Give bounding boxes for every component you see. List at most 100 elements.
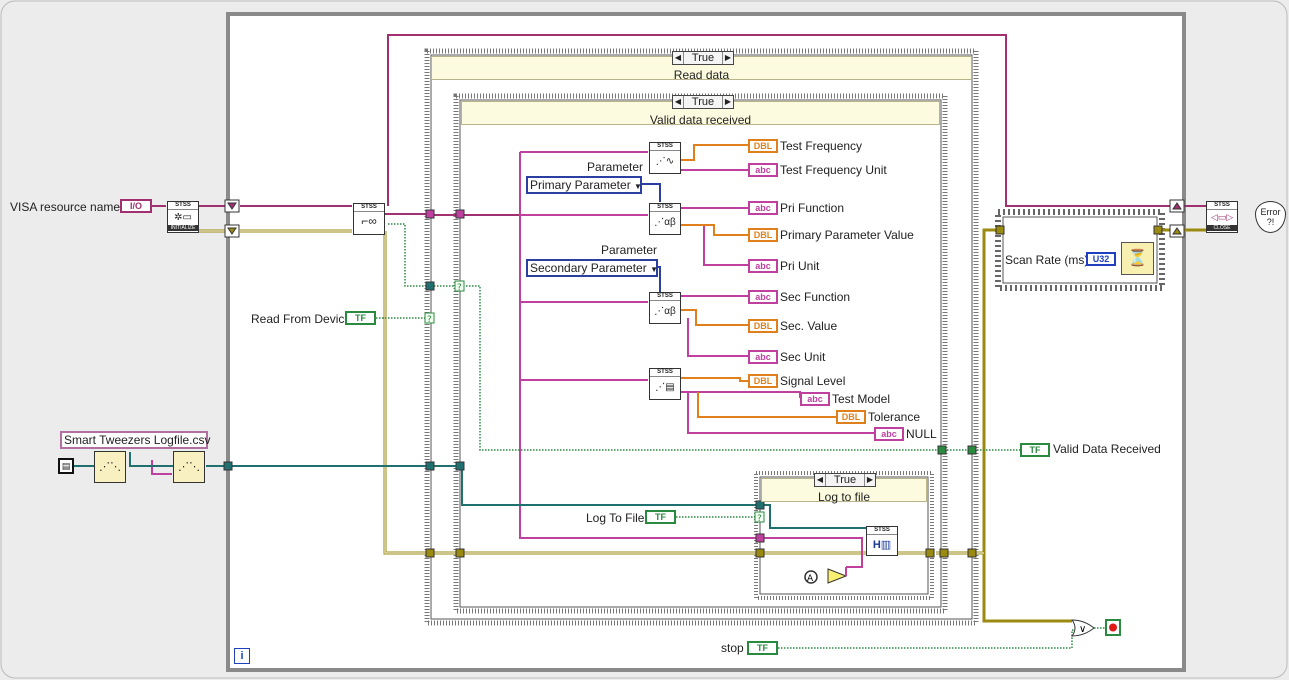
indicator-label: Tolerance <box>868 410 921 424</box>
svg-text:∨: ∨ <box>1079 624 1086 635</box>
valid-data-received-terminal[interactable]: TF <box>1020 443 1050 457</box>
indicator-label: Pri Unit <box>780 259 820 273</box>
build-path-icon: ⋰⋱ <box>99 461 121 473</box>
read-data-case-value: True <box>683 52 723 64</box>
indicator-terminal[interactable]: DBL <box>748 374 778 388</box>
indicator-label: Test Frequency <box>780 139 863 153</box>
indicator-terminal[interactable]: DBL <box>748 228 778 242</box>
secondary-parameter-value: Secondary Parameter <box>530 261 647 275</box>
file-write-icon: H▥ <box>872 539 892 551</box>
indicator-terminal[interactable]: abc <box>748 163 778 177</box>
read-subvi[interactable]: STSS ⌐∞ <box>353 203 385 235</box>
glasses-icon: ⌐∞ <box>361 214 377 228</box>
selector-decrement-icon[interactable]: ◀ <box>674 97 682 106</box>
read-data-case-selector[interactable]: ◀ True ▶ <box>672 51 734 65</box>
indicator-terminal[interactable]: abc <box>748 350 778 364</box>
log-to-file-label: Log To File <box>586 511 645 525</box>
valid-data-case-header: Valid data received <box>461 101 940 127</box>
error-handler-icon[interactable]: Error ?! <box>1255 201 1286 233</box>
initialize-subvi-caption: INITIALIZE <box>168 225 198 231</box>
selector-increment-icon[interactable]: ▶ <box>724 97 732 106</box>
close-subvi-header: STSS <box>1207 202 1237 210</box>
indicator-terminal[interactable]: abc <box>748 201 778 215</box>
indicator-terminal[interactable]: DBL <box>748 139 778 153</box>
log-case-title: Log to file <box>817 490 871 504</box>
valid-data-case-value: True <box>683 96 723 108</box>
dropdown-icon[interactable]: ▼ <box>634 182 642 191</box>
visa-resource-label: VISA resource name <box>10 200 121 214</box>
selector-increment-icon[interactable]: ▶ <box>866 475 874 484</box>
close-subvi[interactable]: STSS ◁▭▷ CLOSE <box>1206 201 1238 233</box>
dropdown-icon[interactable]: ▼ <box>650 265 658 274</box>
model-info-subvi[interactable]: STSS ⋰▤ <box>649 368 681 400</box>
scan-rate-terminal[interactable]: U32 <box>1086 252 1116 266</box>
indicator-terminal[interactable]: DBL <box>748 319 778 333</box>
read-data-case-title: Read data <box>673 68 730 82</box>
indicator-label: Test Model <box>832 392 891 406</box>
strip-path-subvi[interactable]: ⋰⋱ <box>173 451 205 483</box>
read-from-device-terminal[interactable]: TF <box>345 311 376 325</box>
svg-text:?: ? <box>457 283 462 293</box>
scan-rate-label: Scan Rate (ms) <box>1005 253 1089 267</box>
or-function <box>1071 619 1095 637</box>
indicator-label: Sec. Value <box>780 319 838 333</box>
primary-parameter-subvi[interactable]: STSS ⋰αβ <box>649 203 681 235</box>
log-to-file-subvi[interactable]: STSS H▥ <box>866 526 898 556</box>
primary-parameter-label: Parameter <box>587 160 644 174</box>
stop-terminal[interactable]: TF <box>747 641 778 655</box>
serial-port-icon: ✲▭ <box>174 212 192 223</box>
selector-increment-icon[interactable]: ▶ <box>724 53 732 62</box>
indicator-label: Sec Unit <box>780 350 826 364</box>
secondary-parameter-subvi-header: STSS <box>650 293 680 301</box>
read-from-device-label: Read From Device <box>251 312 352 326</box>
close-port-icon: ◁▭▷ <box>1210 212 1234 222</box>
logfile-path-constant[interactable]: Smart Tweezers Logfile.csv <box>60 431 211 449</box>
strip-path-icon: ⋰⋱ <box>178 461 200 473</box>
alpha-beta-icon: ⋰αβ <box>654 217 676 228</box>
valid-data-received-label: Valid Data Received <box>1053 442 1161 456</box>
valid-data-case-selector[interactable]: ◀ True ▶ <box>672 95 734 109</box>
log-to-file-terminal[interactable]: TF <box>645 510 676 524</box>
selector-decrement-icon[interactable]: ◀ <box>674 53 682 62</box>
wait-ms-icon[interactable]: ⏳ <box>1121 242 1154 275</box>
valid-data-case-title: Valid data received <box>649 113 752 127</box>
primary-parameter-subvi-header: STSS <box>650 204 680 212</box>
build-path-subvi[interactable]: ⋰⋱ <box>94 451 126 483</box>
indicator-terminal[interactable]: abc <box>748 290 778 304</box>
close-subvi-caption: CLOSE <box>1207 225 1237 231</box>
visa-resource-terminal[interactable]: I/O <box>120 199 152 213</box>
initialize-subvi-header: STSS <box>168 202 198 210</box>
initialize-subvi[interactable]: STSS ✲▭ INITIALIZE <box>167 201 199 233</box>
indicator-terminal[interactable]: abc <box>748 259 778 273</box>
indicator-label: Sec Function <box>780 290 851 304</box>
svg-text:A: A <box>807 574 814 584</box>
indicator-terminal[interactable]: abc <box>874 427 904 441</box>
svg-text:?: ? <box>427 315 432 325</box>
indicator-terminal[interactable]: DBL <box>836 410 866 424</box>
iteration-terminal-icon: i <box>234 648 250 664</box>
secondary-parameter-ring[interactable]: Secondary Parameter ▼ <box>526 259 658 277</box>
stop-label: stop <box>721 641 744 655</box>
primary-parameter-ring[interactable]: Primary Parameter ▼ <box>526 176 642 194</box>
model-info-icon: ⋰▤ <box>655 382 675 393</box>
indicator-terminal[interactable]: abc <box>800 392 830 406</box>
secondary-parameter-label: Parameter <box>601 243 658 257</box>
secondary-parameter-subvi[interactable]: STSS ⋰αβ <box>649 292 681 324</box>
alpha-beta-icon: ⋰αβ <box>654 306 676 317</box>
primary-parameter-value: Primary Parameter <box>530 178 631 192</box>
indicator-label: Test Frequency Unit <box>780 163 887 177</box>
model-info-subvi-header: STSS <box>650 369 680 377</box>
selector-decrement-icon[interactable]: ◀ <box>816 475 824 484</box>
test-frequency-subvi[interactable]: STSS ⋰∿ <box>649 142 681 174</box>
indicator-label: Primary Parameter Value <box>780 228 914 242</box>
log-case-value: True <box>825 474 865 486</box>
log-case-selector[interactable]: ◀ True ▶ <box>814 473 876 487</box>
indicator-label: Pri Function <box>780 201 845 215</box>
test-frequency-subvi-header: STSS <box>650 143 680 151</box>
file-constant-icon[interactable]: ▤ <box>58 458 74 474</box>
log-to-file-subvi-header: STSS <box>867 527 897 535</box>
svg-text:?: ? <box>757 514 762 524</box>
indicator-label: Signal Level <box>780 374 846 388</box>
waveform-icon: ⋰∿ <box>655 156 675 167</box>
